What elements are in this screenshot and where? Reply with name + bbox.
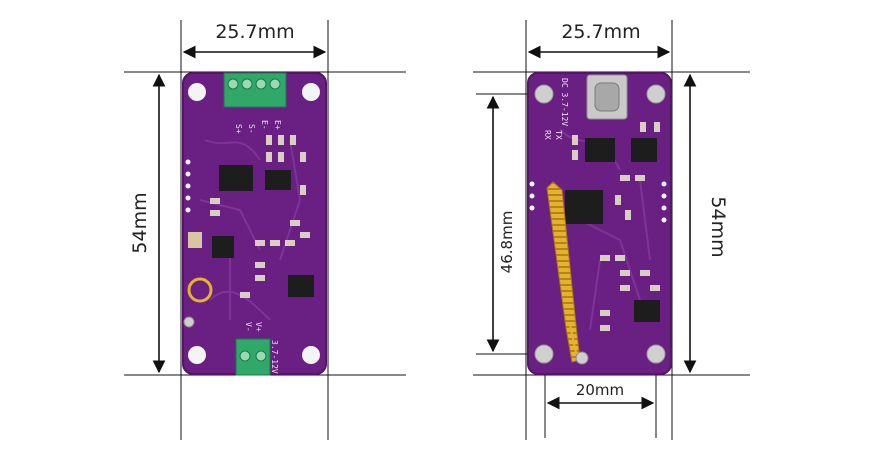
mounting-hole	[302, 83, 320, 101]
chip	[265, 170, 291, 190]
width-dimension-label: 25.7mm	[215, 21, 294, 43]
silk-pin-label: V+	[254, 322, 263, 332]
chip	[585, 138, 615, 162]
silk-voltage-label: 3.7-12V	[270, 340, 279, 374]
mcu-chip	[565, 190, 603, 224]
height-dimension-label: 54mm	[129, 192, 151, 253]
mounting-hole	[188, 83, 206, 101]
mounting-hole	[302, 346, 320, 364]
mounting-hole	[188, 346, 206, 364]
ipex-connector	[183, 316, 195, 328]
silk-usb-label: DC 3.7-12V	[560, 78, 569, 126]
back-board-view: DC 3.7-12V TX RX 25.7mm	[473, 20, 750, 440]
spring-antenna	[546, 181, 581, 363]
height-dimension-label: 54mm	[707, 196, 729, 257]
silk-pin-label: S+	[234, 124, 243, 134]
front-board-view: S+ S- E- E+ 3.7-12V	[124, 20, 406, 440]
chip	[631, 138, 657, 162]
ipex-connector	[575, 351, 589, 365]
silk-pin-label: V-	[244, 322, 253, 332]
silk-pin-label: E+	[273, 120, 282, 130]
silk-rx-label: RX	[543, 130, 552, 140]
crystal	[188, 232, 202, 248]
hole-spacing-vertical-label: 46.8mm	[498, 211, 516, 274]
chip	[212, 236, 234, 258]
regulator-chip	[634, 300, 660, 322]
smd-components	[210, 135, 310, 298]
pcb-traces	[199, 139, 302, 321]
smd-components	[572, 122, 660, 331]
coil-antenna	[187, 277, 213, 303]
silk-pin-label: S-	[247, 124, 256, 134]
mounting-hole	[646, 84, 666, 104]
adc-chip	[219, 165, 253, 191]
sensor-terminal-block	[223, 72, 287, 108]
silk-tx-label: TX	[554, 130, 563, 140]
width-dimension-label: 25.7mm	[561, 21, 640, 43]
silk-pin-label: E-	[260, 120, 269, 130]
hole-spacing-horizontal-label: 20mm	[576, 381, 624, 399]
mounting-hole	[646, 344, 666, 364]
pad-row	[185, 159, 191, 213]
pad-row	[529, 181, 667, 223]
regulator-chip	[288, 275, 314, 297]
mounting-hole	[534, 84, 554, 104]
mounting-hole	[534, 344, 554, 364]
